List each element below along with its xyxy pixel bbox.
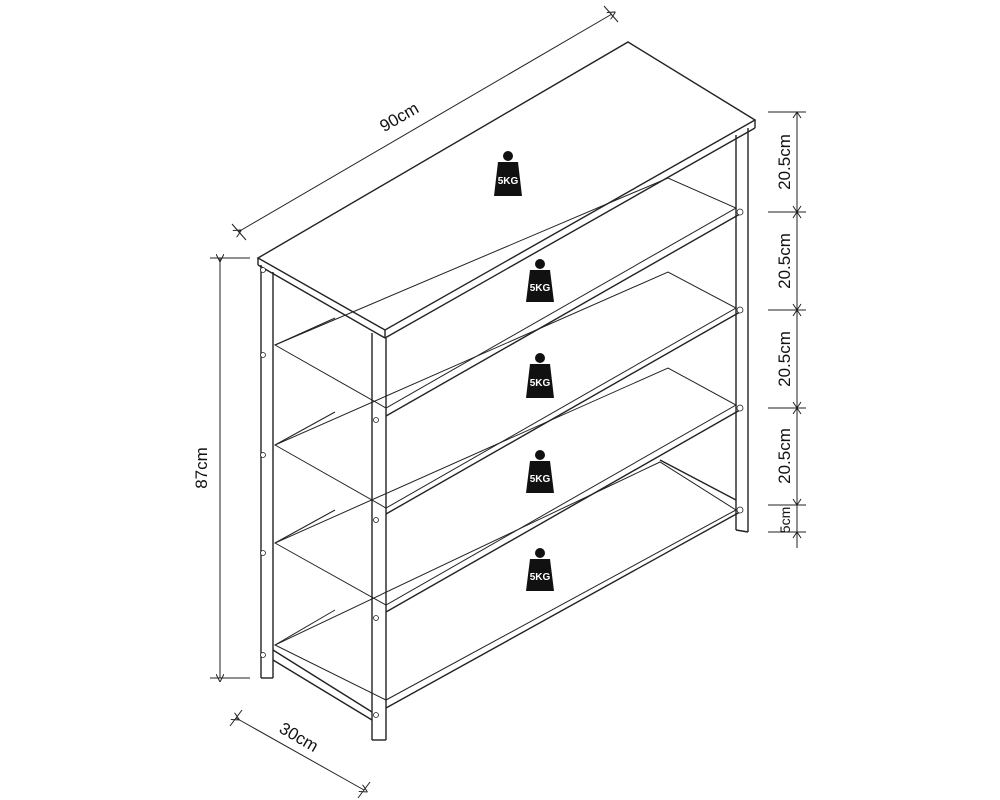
weight-icon bbox=[535, 548, 545, 558]
width-dimension: 90cm bbox=[231, 5, 619, 241]
right-leg bbox=[735, 128, 749, 533]
height-dimension: 87cm bbox=[192, 258, 250, 678]
tier-spacing-dimension: 20.5cm 20.5cm 20.5cm 20.5cm 5cm bbox=[768, 111, 806, 548]
tier-spacing-label-4: 20.5cm bbox=[775, 428, 794, 484]
tier-spacing-label-2: 20.5cm bbox=[775, 233, 794, 289]
svg-text:5KG: 5KG bbox=[530, 572, 551, 583]
depth-dimension: 30cm bbox=[229, 709, 371, 799]
tier-spacing-label-1: 20.5cm bbox=[775, 134, 794, 190]
weight-badge-4: 5KG bbox=[526, 450, 554, 493]
weight-icon bbox=[535, 259, 545, 269]
shelf-1 bbox=[273, 177, 741, 417]
weight-icon bbox=[535, 450, 545, 460]
shelf-2 bbox=[273, 271, 741, 515]
shelf-4 bbox=[273, 461, 741, 709]
height-label: 87cm bbox=[192, 447, 211, 489]
shelf-3 bbox=[273, 367, 741, 613]
weight-badge-5: 5KG bbox=[526, 548, 554, 591]
weight-icon bbox=[503, 151, 513, 161]
shelf-unit bbox=[256, 41, 757, 741]
svg-text:5KG: 5KG bbox=[530, 378, 551, 389]
width-label: 90cm bbox=[376, 99, 422, 136]
front-leg bbox=[371, 333, 387, 741]
weight-badge-1: 5KG bbox=[494, 151, 522, 196]
svg-text:5KG: 5KG bbox=[530, 474, 551, 485]
tier-spacing-label-5: 5cm bbox=[777, 507, 793, 533]
weight-icon bbox=[535, 353, 545, 363]
tier-spacing-label-3: 20.5cm bbox=[775, 331, 794, 387]
svg-text:5KG: 5KG bbox=[530, 283, 551, 294]
svg-text:5KG: 5KG bbox=[498, 176, 519, 187]
bottom-rail bbox=[272, 459, 737, 721]
left-front-leg bbox=[260, 265, 274, 679]
weight-badge-3: 5KG bbox=[526, 353, 554, 398]
weight-badge-2: 5KG bbox=[526, 259, 554, 302]
depth-label: 30cm bbox=[276, 719, 322, 756]
screw-holes bbox=[260, 208, 744, 718]
